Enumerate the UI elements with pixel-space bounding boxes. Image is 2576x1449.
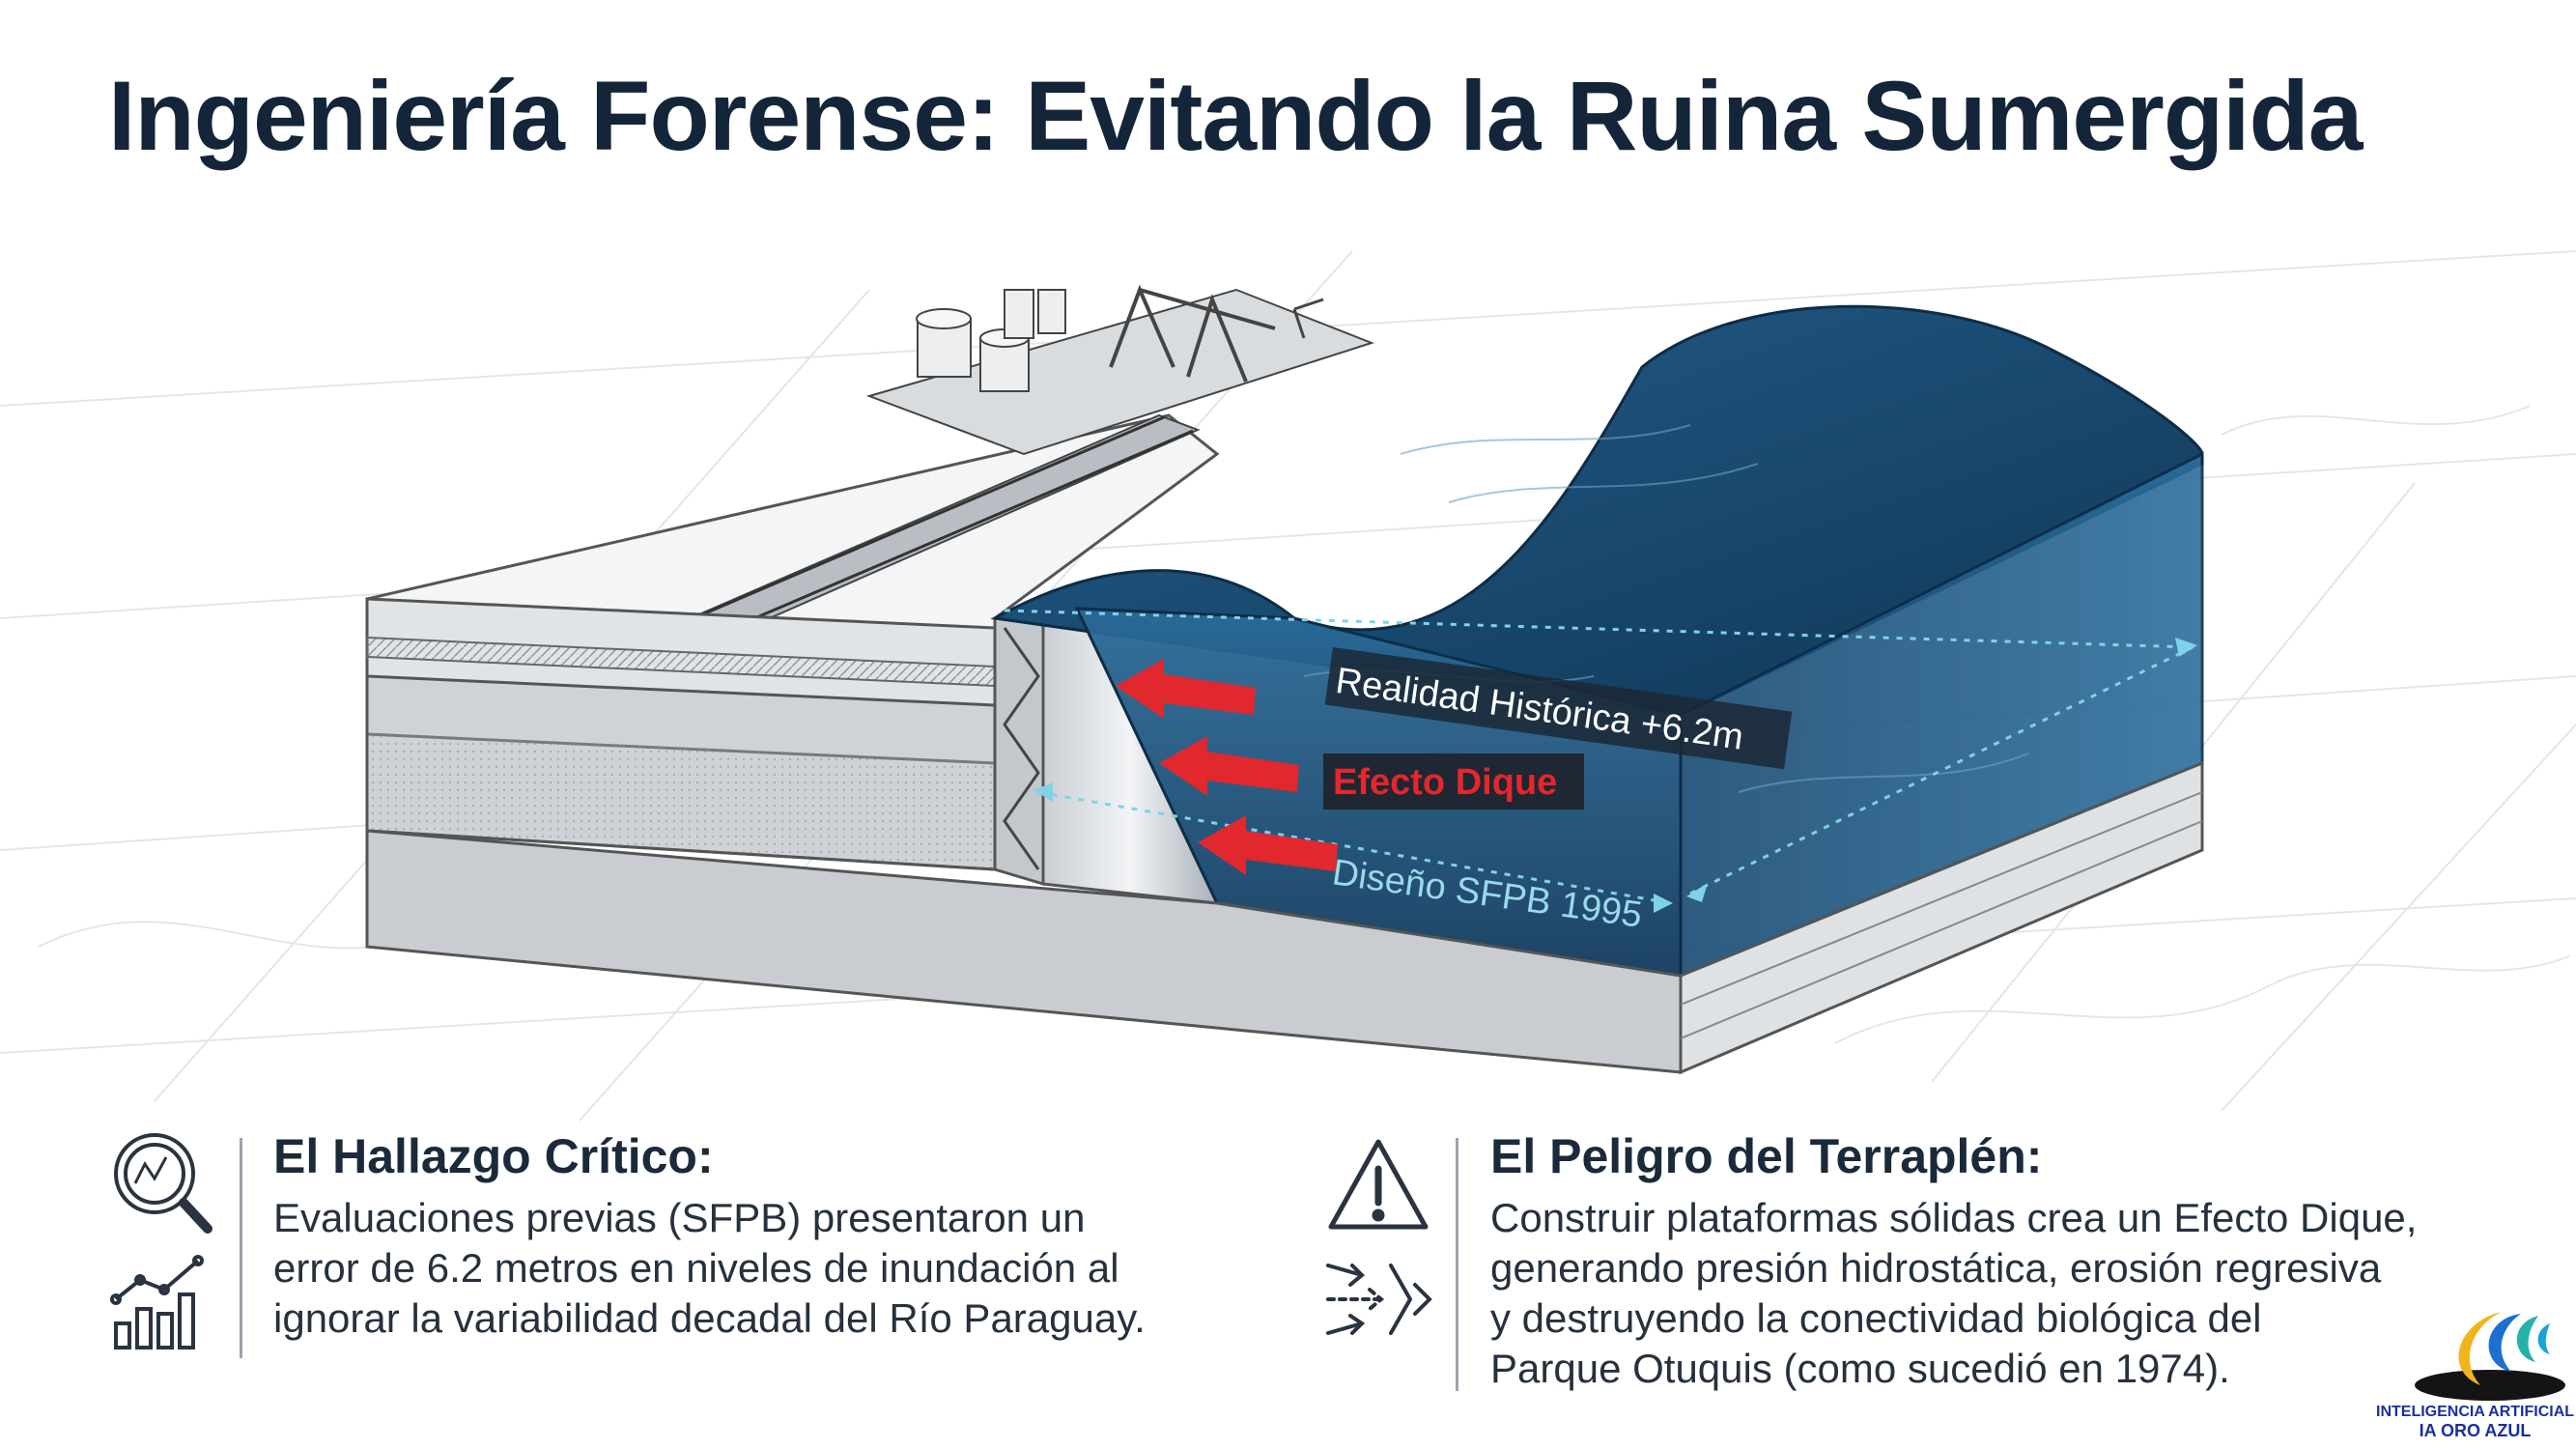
port-facility: [865, 284, 1374, 456]
logo-text: INTELIGENCIA ARTIFICIAL IA ORO AZUL: [2376, 1403, 2574, 1441]
water-surface: [990, 304, 2204, 717]
right-panel-divider: [1456, 1138, 1458, 1391]
right-panel-line: Construir plataformas sólidas crea un Ef…: [1490, 1195, 2418, 1240]
left-panel-body: Evaluaciones previas (SFPB) presentaron …: [273, 1193, 1146, 1344]
right-panel-heading: El Peligro del Terraplén:: [1490, 1129, 2043, 1183]
warning-icon: [1328, 1139, 1429, 1230]
logo-line-1: INTELIGENCIA ARTIFICIAL: [2376, 1404, 2575, 1420]
level-arrowheads: [1033, 638, 2197, 913]
left-panel-line: error de 6.2 metros en niveles de inunda…: [273, 1245, 1119, 1291]
right-panel-line: y destruyendo la conectividad biológica …: [1490, 1295, 2262, 1341]
riverbed-base: [365, 760, 2204, 1075]
right-panel-line: Parque Otuquis (como sucedió en 1974).: [1490, 1346, 2230, 1391]
right-panel-body: Construir plataformas sólidas crea un Ef…: [1490, 1193, 2417, 1394]
left-panel-line: Evaluaciones previas (SFPB) presentaron …: [273, 1195, 1086, 1240]
ia-oro-azul-logo: [2415, 1312, 2565, 1401]
right-panel-line: generando presión hidrostática, erosión …: [1490, 1245, 2382, 1291]
left-panel-heading: El Hallazgo Crítico:: [273, 1129, 714, 1183]
growth-chart-icon: [110, 1255, 204, 1350]
left-panel-line: ignorar la variabilidad decadal del Río …: [273, 1295, 1146, 1341]
page-title: Ingeniería Forense: Evitando la Ruina Su…: [108, 61, 2364, 171]
soil-layers: [365, 597, 997, 871]
water-flow-icon: [1326, 1264, 1432, 1335]
level-lines: [1004, 609, 2194, 905]
pressure-arrows: [1116, 659, 1338, 875]
logo-line-2: IA ORO AZUL: [2419, 1421, 2532, 1440]
label-dike-group: Efecto Dique: [1323, 753, 1584, 810]
left-panel-divider: [240, 1138, 242, 1358]
magnifier-chart-icon: [114, 1133, 212, 1234]
label-dike: Efecto Dique: [1333, 762, 1557, 803]
